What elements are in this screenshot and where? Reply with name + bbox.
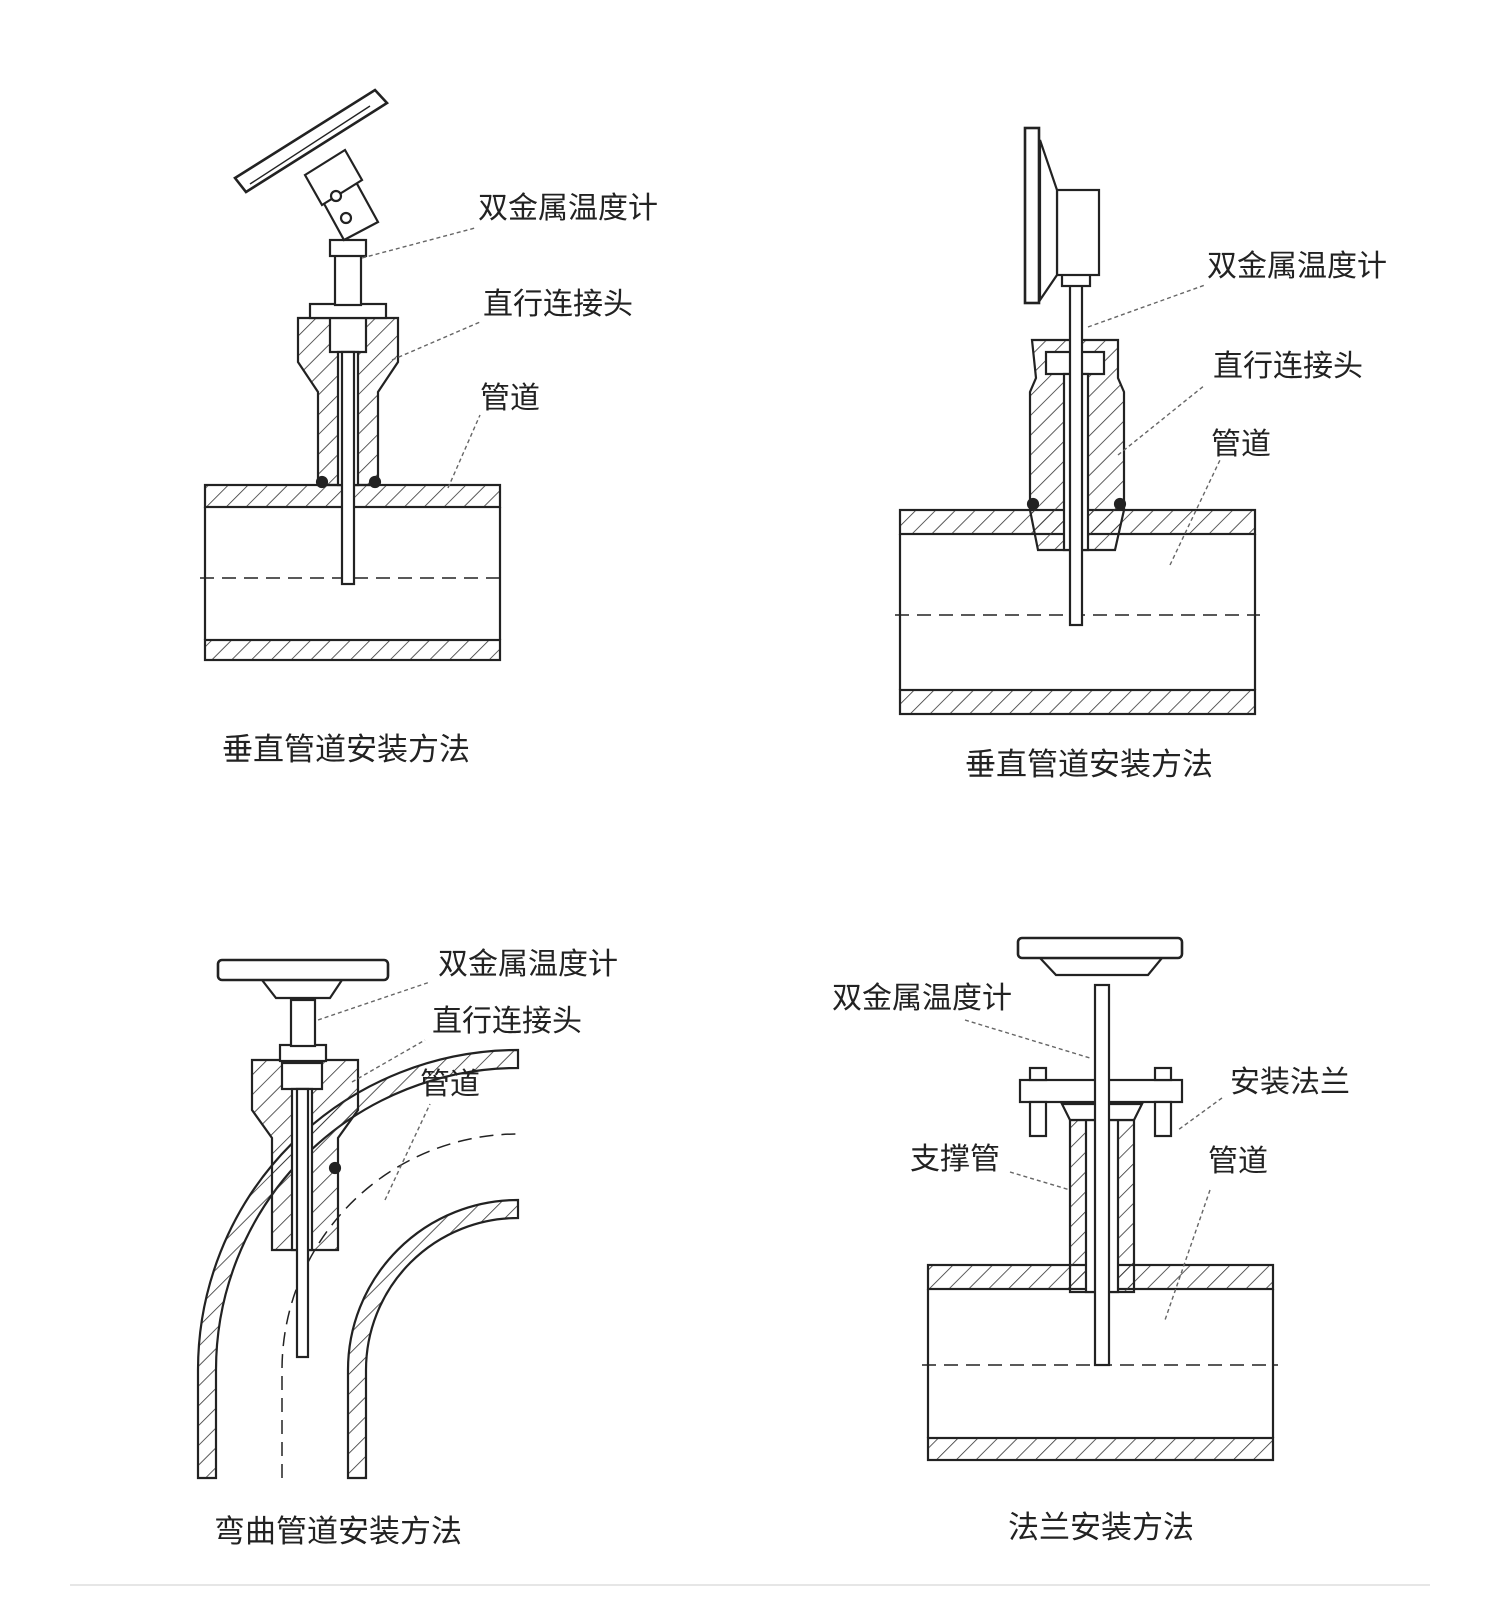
bimetal-thermometer (233, 88, 390, 586)
label-connector-bl: 直行连接头 (432, 1004, 582, 1039)
bottom-divider (70, 1584, 1430, 1586)
label-thermometer-tl: 双金属温度计 (478, 191, 658, 226)
caption-tl: 垂直管道安装方法 (222, 732, 470, 768)
label-pipe-tr: 管道 (1211, 427, 1271, 462)
label-pipe-br: 管道 (1208, 1144, 1268, 1179)
caption-bl: 弯曲管道安装方法 (214, 1514, 462, 1550)
caption-br: 法兰安装方法 (1008, 1510, 1194, 1546)
label-pipe-bl: 管道 (420, 1067, 480, 1102)
label-pipe-tl: 管道 (480, 381, 540, 416)
leader-lines-tl (361, 227, 481, 489)
bimetal-thermometer (1023, 126, 1101, 627)
bimetal-thermometer (1016, 936, 1184, 1367)
label-connector-tr: 直行连接头 (1213, 349, 1363, 384)
panel-flange (922, 936, 1278, 1462)
leader-lines-bl (317, 981, 431, 1201)
panel-bent-pipe (196, 958, 520, 1480)
label-thermometer-br: 双金属温度计 (832, 981, 1012, 1016)
label-thermometer-bl: 双金属温度计 (438, 947, 618, 982)
caption-tr: 垂直管道安装方法 (965, 747, 1213, 783)
label-connector-tl: 直行连接头 (483, 287, 633, 322)
pipe (200, 483, 505, 662)
leader-lines-tr (1087, 284, 1221, 566)
bimetal-thermometer (216, 958, 390, 1359)
label-flange-br: 安装法兰 (1230, 1065, 1350, 1100)
label-support-br: 支撑管 (910, 1142, 1000, 1177)
label-thermometer-tr: 双金属温度计 (1207, 249, 1387, 284)
panel-vertical-pipe-1 (200, 88, 505, 662)
panel-vertical-pipe-2 (895, 126, 1260, 716)
leader-lines-br (964, 1019, 1223, 1321)
elbow-pipe (196, 1048, 520, 1480)
